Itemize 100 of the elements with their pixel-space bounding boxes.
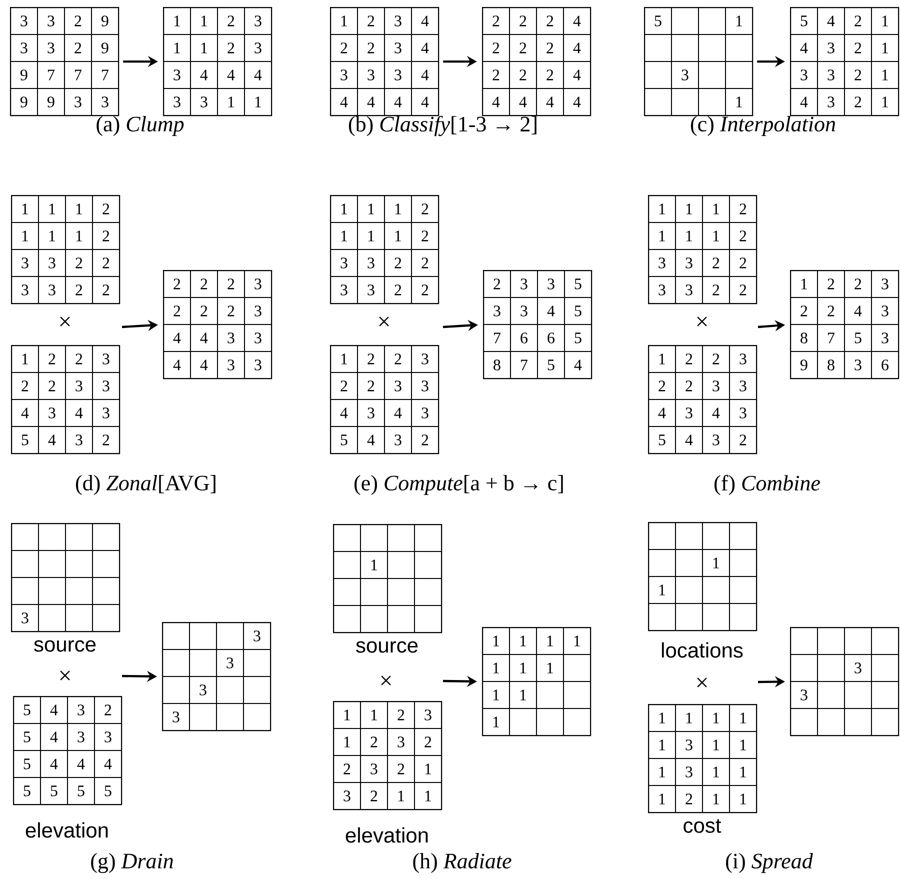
- grid-cell: 3: [217, 351, 245, 379]
- grid-cell: [790, 654, 818, 682]
- grid-cell: 3: [11, 249, 39, 277]
- grid-cell: 9: [91, 34, 119, 62]
- grid-cell: 3: [37, 34, 65, 62]
- grid-cell: 2: [65, 249, 93, 277]
- grid-cell: [648, 549, 676, 577]
- grid-cell: 4: [817, 7, 845, 35]
- grid-cell: 3: [244, 7, 272, 35]
- grid-cell: 3: [330, 276, 358, 304]
- grid-cell: 1: [190, 34, 218, 62]
- grid-cell: [92, 577, 120, 605]
- grid-cell: [65, 550, 93, 578]
- grid-cell: 2: [729, 276, 757, 304]
- grid-cell: 2: [38, 345, 66, 373]
- grid-cell: [162, 676, 190, 704]
- grid-cell: [725, 34, 753, 62]
- grid-cell: 1: [675, 704, 703, 732]
- grid-cell: 5: [644, 7, 672, 35]
- grid-cell: 4: [65, 399, 93, 427]
- grid-cell: 1: [414, 782, 442, 810]
- grid-cell: 1: [648, 222, 676, 250]
- grid-cell: 1: [330, 345, 358, 373]
- grid-cell: 1: [675, 222, 703, 250]
- grid-cell: 4: [163, 324, 191, 352]
- grid-cell: 1: [482, 654, 510, 682]
- grid-cell: 1: [648, 345, 676, 373]
- grid-cell: 3: [330, 249, 358, 277]
- grid-cell: 1: [384, 195, 412, 223]
- caption: (e) Compute[a + b → c]: [354, 475, 563, 495]
- grid-cell: 4: [411, 61, 439, 89]
- grid-cell: 3: [702, 426, 730, 454]
- grid-cell: 1: [330, 222, 358, 250]
- grid-cell: [671, 34, 699, 62]
- grid-cell: 3: [244, 297, 272, 325]
- grid-cell: 3: [510, 297, 538, 325]
- grid-cell: [729, 522, 757, 550]
- grid-cell: 2: [65, 345, 93, 373]
- grid-cell: 5: [13, 750, 41, 778]
- grid-cell: [216, 676, 244, 704]
- grid-cell: 6: [871, 351, 899, 379]
- grid-cell: 1: [509, 654, 537, 682]
- grid-cell: 3: [92, 399, 120, 427]
- grid-cell: 8: [483, 351, 511, 379]
- grid-cell: 4: [790, 88, 818, 116]
- grid-cell: 2: [384, 345, 412, 373]
- grid-cell: 3: [384, 426, 412, 454]
- grid-cell: [162, 649, 190, 677]
- grid-cell: [675, 549, 703, 577]
- grid-cell: 1: [536, 627, 564, 655]
- grid-cell: 1: [11, 345, 39, 373]
- grid-cell: 6: [510, 324, 538, 352]
- grid-cell: 2: [64, 7, 92, 35]
- grid-cell: [387, 551, 415, 579]
- grid-cell: 3: [65, 372, 93, 400]
- grid-cell: 1: [729, 785, 757, 813]
- grid-cell: 2: [64, 34, 92, 62]
- grid-cell: [536, 681, 564, 709]
- grid-cell: 5: [13, 723, 41, 751]
- grid-cell: [92, 550, 120, 578]
- grid-cell: 2: [190, 297, 218, 325]
- grid-cell: [675, 603, 703, 631]
- grid-cell: 3: [384, 61, 412, 89]
- grid-cell: 3: [483, 297, 511, 325]
- grid-cell: 1: [871, 61, 899, 89]
- grid-cell: 1: [65, 195, 93, 223]
- grid-cell: 2: [92, 426, 120, 454]
- grid-cell: 2: [94, 696, 122, 724]
- grid-cell: 1: [65, 222, 93, 250]
- grid-cell: [65, 604, 93, 632]
- grid-cell: 3: [675, 758, 703, 786]
- grid-cell: [360, 578, 388, 606]
- grid-cell: 3: [243, 622, 271, 650]
- grid-cell: 7: [483, 324, 511, 352]
- grid-cell: 3: [190, 88, 218, 116]
- grid-cell: 3: [37, 7, 65, 35]
- grid-cell: 3: [357, 276, 385, 304]
- grid-cell: [817, 654, 845, 682]
- grid-cell: 2: [817, 270, 845, 298]
- grid-cell: 1: [333, 701, 361, 729]
- grid-cell: 2: [411, 426, 439, 454]
- grid-cell: 1: [38, 222, 66, 250]
- grid-cell: 2: [387, 755, 415, 783]
- grid-cell: 4: [702, 399, 730, 427]
- grid-cell: [243, 676, 271, 704]
- grid-cell: [189, 649, 217, 677]
- grid-cell: 3: [91, 88, 119, 116]
- grid-name: elevation: [26, 822, 108, 838]
- grid-cell: [92, 523, 120, 551]
- grid-cell: 7: [91, 61, 119, 89]
- grid-cell: 6: [537, 324, 565, 352]
- grid-cell: 2: [411, 195, 439, 223]
- caption: (a) Clump: [96, 116, 184, 136]
- grid-cell: 2: [330, 372, 358, 400]
- grid-cell: 3: [844, 351, 872, 379]
- grid-cell: 2: [702, 345, 730, 373]
- grid-cell: [333, 551, 361, 579]
- grid-cell: [702, 522, 730, 550]
- grid-cell: 2: [387, 701, 415, 729]
- grid-cell: [216, 703, 244, 731]
